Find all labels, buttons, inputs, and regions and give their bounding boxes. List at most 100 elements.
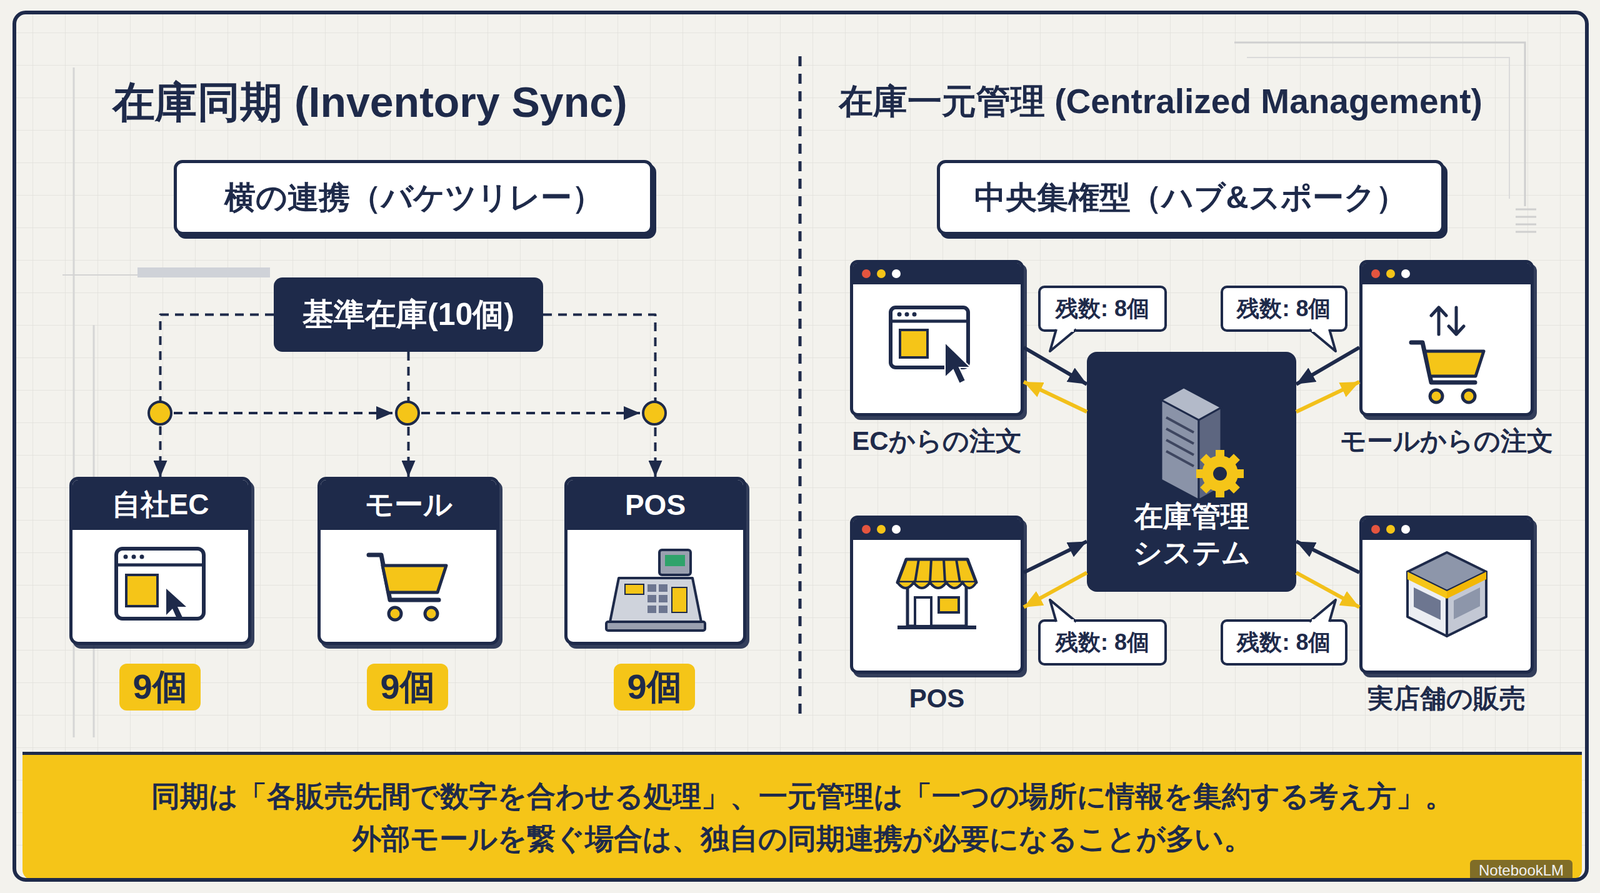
bubble-tail	[1309, 329, 1336, 352]
bubble-tail-join	[1058, 328, 1074, 332]
channel-window: モールからの注文	[1359, 260, 1534, 417]
junction-dot	[148, 401, 172, 425]
speech-bubble: 残数: 8個	[1220, 619, 1348, 666]
count-badge: 9個	[119, 663, 201, 711]
shop-ground	[897, 625, 977, 630]
section-divider	[798, 56, 802, 719]
browser-bar	[116, 563, 204, 567]
deco-bar	[137, 267, 270, 278]
card-title: 自社EC	[111, 485, 210, 525]
awning-stripe	[915, 559, 960, 583]
cart-wheel	[425, 607, 438, 620]
bubble-tail-join	[1311, 619, 1328, 624]
browser-dot	[897, 312, 902, 317]
building-window	[1453, 587, 1480, 620]
window-label: POS	[909, 684, 965, 714]
window-dot	[891, 269, 901, 279]
flow-arrow	[1296, 541, 1360, 573]
gear	[1196, 450, 1244, 498]
browser-frame	[116, 548, 204, 619]
register-key	[647, 605, 657, 614]
summary-band: 同期は「各販売先間で数字を合わせる処理」、一元管理は「一つの場所に情報を集約する…	[22, 751, 1582, 880]
window-label: モールからの注文	[1340, 426, 1554, 456]
card-header: POS	[567, 480, 744, 530]
register-key	[658, 605, 668, 614]
awning-scallop	[897, 582, 977, 589]
window-titlebar	[853, 263, 1021, 285]
register-key	[647, 584, 657, 592]
speech-bubble: 残数: 8個	[1220, 285, 1348, 332]
building-window	[1413, 587, 1441, 620]
cart-wheel	[388, 607, 402, 620]
count-text: 9個	[626, 663, 682, 712]
window-dot	[1386, 269, 1395, 279]
window-label: ECからの注文	[851, 426, 1022, 456]
deco-hatch	[1515, 209, 1537, 232]
register-key	[671, 587, 687, 613]
count-badge: 9個	[613, 663, 695, 711]
card-title: POS	[625, 488, 686, 522]
flow-arrow	[1023, 347, 1087, 385]
register-key	[647, 595, 657, 603]
register-screen	[665, 555, 685, 567]
flow-arrow	[1023, 541, 1087, 573]
gear-body	[1201, 455, 1239, 492]
card-header: モール	[320, 480, 497, 530]
shop-icon	[897, 559, 977, 628]
gear-tooth	[1200, 453, 1240, 494]
relay-connector	[160, 315, 275, 478]
bubble-text: 残数: 8個	[1236, 627, 1331, 659]
gear-tooth	[1200, 453, 1240, 494]
window-dot	[876, 269, 886, 279]
window-dot	[876, 525, 886, 534]
section-title: 在庫同期 (Inventory Sync)	[112, 80, 628, 124]
bubble-tail	[1309, 600, 1336, 622]
cursor	[945, 342, 971, 384]
window-dot	[861, 525, 871, 534]
bubble-text: 残数: 8個	[1236, 293, 1331, 325]
bubble-text: 残数: 8個	[1055, 627, 1150, 659]
cart-wheel	[1430, 390, 1443, 403]
watermark: NotebookLM	[1470, 860, 1573, 882]
window-dot	[861, 269, 871, 279]
window-dot	[1371, 269, 1380, 279]
summary-text: 同期は「各販売先間で数字を合わせる処理」、一元管理は「一つの場所に情報を集約する…	[83, 775, 1522, 860]
bubble-text: 残数: 8個	[1055, 293, 1150, 325]
speech-bubble: 残数: 8個	[1038, 285, 1167, 332]
browser-icon	[116, 548, 204, 620]
down-arrow	[1448, 307, 1464, 335]
flow-arrow	[1296, 572, 1360, 607]
subtitle-box: 横の連携（バケツリレー）	[173, 160, 654, 235]
up-arrow	[1431, 307, 1447, 335]
register-display	[659, 550, 691, 575]
register-key	[658, 584, 668, 592]
browser-dot	[123, 555, 129, 560]
browser-dot	[140, 555, 145, 560]
register-key	[658, 595, 668, 603]
cart-basket	[1425, 351, 1484, 377]
junction-dot	[396, 401, 419, 425]
window-titlebar	[1362, 518, 1531, 540]
card-title: モール	[365, 485, 453, 525]
gear-hole	[1213, 466, 1227, 481]
register-icon	[606, 550, 705, 631]
register-base	[606, 621, 705, 631]
cursor	[166, 588, 187, 620]
browser-dot	[131, 555, 137, 560]
count-text: 9個	[380, 663, 435, 712]
cart-wheel	[1462, 390, 1475, 403]
window-dot	[1401, 525, 1410, 534]
cart-icon	[368, 555, 447, 620]
browser-block	[126, 575, 158, 607]
card-header: 自社EC	[72, 480, 249, 530]
server-slot	[1166, 417, 1194, 467]
channel-card: モール	[317, 476, 500, 645]
bubble-tail	[1050, 329, 1077, 352]
relay-connector	[543, 315, 656, 478]
subtitle-box: 中央集権型（ハブ&スポーク）	[936, 160, 1445, 235]
window-dot	[1401, 269, 1410, 279]
